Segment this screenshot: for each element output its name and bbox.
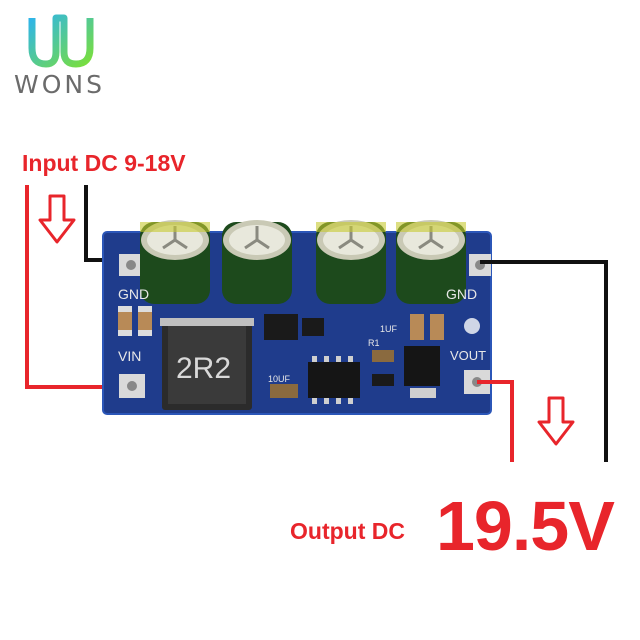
ic-chip-icon	[308, 356, 360, 404]
pin-vout-label: VOUT	[450, 348, 486, 363]
cap-label-1uf: 1UF	[380, 324, 398, 334]
output-down-arrow-icon	[537, 396, 575, 446]
output-black-wire	[480, 260, 608, 462]
input-down-arrow-icon	[38, 194, 76, 244]
wons-logo-icon	[28, 14, 94, 68]
output-red-wire	[477, 380, 514, 462]
capacitor-4-icon	[396, 220, 466, 304]
pin-gnd-left-label: GND	[118, 286, 149, 302]
inductor-icon	[160, 318, 254, 410]
output-voltage-value: 19.5V	[436, 487, 615, 565]
capacitor-1-icon	[140, 220, 210, 304]
resistor-label: R1	[368, 338, 380, 348]
output-dc-label: Output DC	[290, 518, 405, 544]
brand-name: WONS	[14, 70, 105, 99]
input-red-wire	[25, 185, 130, 389]
pin-gnd-right-label: GND	[446, 286, 477, 302]
pin-vin-label: VIN	[118, 348, 141, 364]
capacitor-2-icon	[222, 220, 292, 304]
cap-label-10uf: 10UF	[268, 374, 291, 384]
pcb-board: GND VIN GND VOUT 2R2 10UF 1UF R1	[102, 220, 492, 415]
capacitor-3-icon	[316, 220, 386, 304]
input-voltage-label: Input DC 9-18V	[22, 150, 186, 176]
inductor-code-label: 2R2	[176, 352, 231, 385]
